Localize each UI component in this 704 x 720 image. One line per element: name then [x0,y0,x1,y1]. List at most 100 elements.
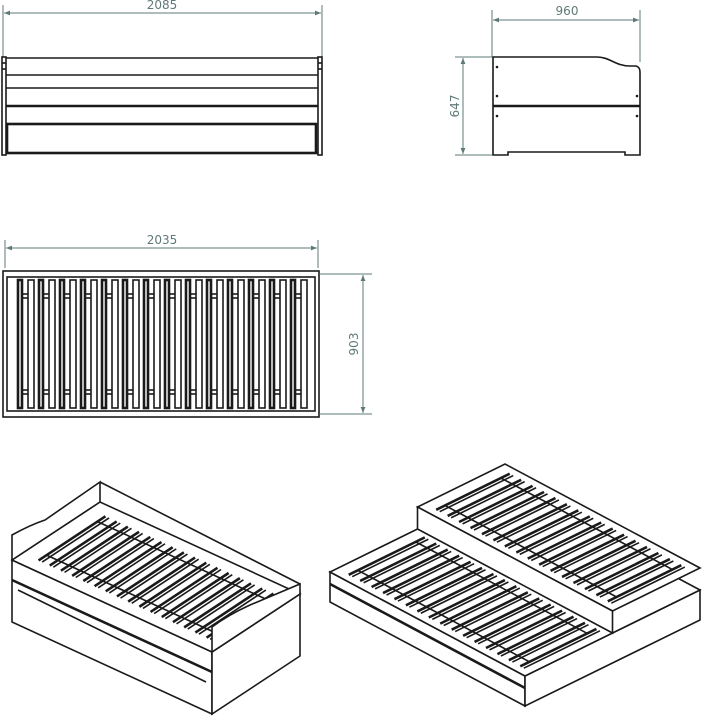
slat-rail [97,520,266,600]
slat [49,520,118,567]
slat [439,474,514,513]
slat [58,278,66,410]
slat [60,525,129,572]
slat [64,527,132,574]
slat [386,556,464,596]
slat [599,560,674,598]
slat [111,279,119,409]
slat [489,611,566,651]
slat [268,278,276,410]
slat [359,542,437,583]
slat [132,279,140,409]
slat [172,577,241,624]
footboard [211,582,301,654]
slat [79,278,87,410]
slat [108,548,177,594]
slat [194,587,263,634]
slat [142,563,211,610]
dimension-label: 2085 [147,0,178,12]
slat [90,279,98,409]
slat [41,517,110,563]
slat [420,575,498,614]
side-view: 960 647 [448,4,641,156]
slat [576,548,651,586]
slat [485,499,560,537]
slat [153,279,161,409]
slat [473,493,548,531]
dimension-side-depth: 960 [491,4,641,62]
slat [71,530,140,577]
slat [100,278,108,410]
upper-bed-side [416,505,614,635]
slat [237,279,245,409]
slat [607,564,682,603]
slat [553,535,628,574]
slat [519,517,594,556]
slat [142,278,150,410]
headboard [11,480,101,562]
slat [477,605,555,645]
slat [466,599,544,639]
top-view: 2035 903 [2,233,372,418]
slat [458,484,534,524]
dimension-side-height: 647 [448,56,492,156]
slat [279,279,287,409]
slat [226,278,234,410]
slat [512,623,589,663]
slat [216,279,224,409]
slat [351,538,429,578]
dimension-label: 903 [347,333,361,356]
slat [572,545,648,585]
slat [48,279,56,409]
slat [496,505,571,543]
slat [97,543,166,589]
slat [481,496,557,536]
slat [105,546,174,593]
slat-rail [46,554,215,634]
slat [205,278,213,410]
front-view: 2085 [1,0,323,156]
dimension-front-width: 2085 [2,0,323,58]
slat [27,279,35,409]
slat [164,573,233,620]
slat [120,553,188,599]
slat [405,566,483,607]
slat [382,554,460,595]
slat [174,279,182,409]
slat [523,630,601,669]
slat-rail [444,504,617,598]
slat [198,589,267,635]
slat [163,278,171,410]
slat [473,603,552,644]
slat [93,540,163,588]
slat [584,551,659,591]
slat [595,557,671,597]
slat [176,579,244,625]
slat [469,490,545,530]
slat [538,527,614,566]
slat [435,472,511,511]
drawer-top [329,582,526,690]
slat [447,478,522,518]
slat [37,515,107,562]
slat [121,278,129,410]
slat [116,551,185,598]
slat [82,535,151,583]
slat [184,278,192,410]
dimension-label: 647 [448,95,462,118]
slat [52,522,121,568]
slat [454,593,532,633]
slat [500,617,578,657]
slat [451,591,529,631]
slat [492,503,568,542]
slat [289,278,297,410]
slat [183,582,252,629]
slat [161,571,230,619]
slat [462,597,540,637]
slat [397,562,475,602]
slat [515,515,591,554]
slat [69,279,77,409]
slat [393,560,472,601]
slat [416,572,495,613]
